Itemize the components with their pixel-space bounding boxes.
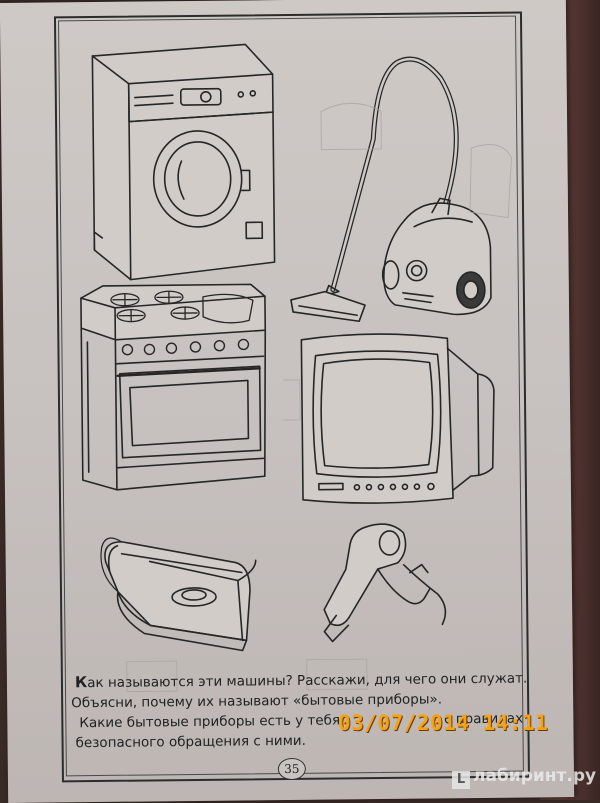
- labirint-logo-icon: L: [452, 771, 470, 789]
- hair-dryer-illustration: [323, 523, 447, 643]
- vacuum-cleaner-illustration: [290, 56, 492, 323]
- bleed-through: [126, 102, 512, 693]
- instruction-line-3-start: Какие бытовые приборы есть у тебя: [79, 712, 341, 732]
- gas-stove-illustration: [80, 283, 267, 491]
- illustrations: [80, 43, 512, 693]
- watermark-text: лабиринт.ру: [473, 766, 597, 786]
- washing-machine-illustration: [91, 43, 276, 281]
- television-illustration: [300, 333, 495, 504]
- instruction-line-1-text: ак называются эти машины? Расскажи, для …: [87, 670, 528, 692]
- date-stamp: 03/07/2014 14:11: [338, 711, 549, 735]
- initial-capital: К: [74, 673, 88, 692]
- iron-illustration: [100, 537, 257, 652]
- book-page: Как называются эти машины? Расскажи, для…: [0, 0, 575, 803]
